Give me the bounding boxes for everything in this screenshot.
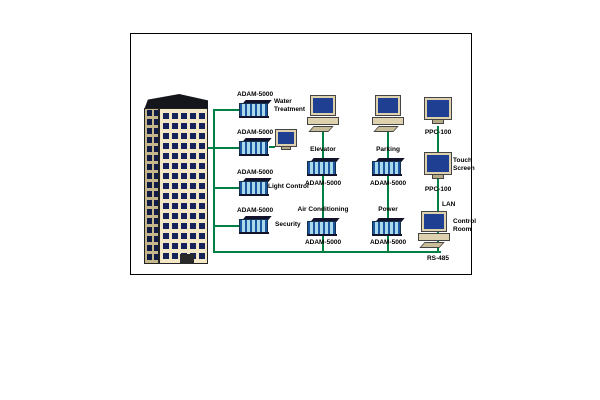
adam-module-icon [372, 158, 405, 176]
wire-trunk [213, 109, 215, 253]
device-label: ADAM-5000 [369, 180, 407, 187]
display-screen [275, 129, 297, 147]
device-label: ADAM-5000 [237, 169, 274, 176]
monitor-stand [432, 174, 444, 179]
device-label: ADAM-5000 [369, 239, 407, 246]
pc-keyboard [373, 126, 399, 132]
function-label: Power [378, 206, 398, 213]
adam-module-icon [307, 158, 340, 176]
pc-monitor [375, 95, 401, 116]
device-label: ADAM-5000 [237, 129, 274, 136]
building-entrance [180, 254, 194, 264]
building-icon [144, 94, 208, 264]
monitor-stand [432, 119, 444, 124]
module-base [372, 174, 402, 176]
module-face [307, 161, 336, 175]
monitor-screen [424, 97, 452, 120]
module-base [372, 234, 402, 236]
module-face [372, 161, 401, 175]
wire-branch-row3 [215, 187, 239, 189]
module-face [239, 103, 268, 117]
device-label: PPC-100 [424, 129, 452, 136]
module-base [239, 232, 269, 234]
wire-branch-row2 [208, 147, 239, 149]
wire-branch-row4 [215, 225, 239, 227]
wire-branch-row1 [215, 109, 239, 111]
touch-screen-icon [423, 152, 453, 181]
module-base [239, 116, 269, 118]
function-label: Light Control [268, 183, 309, 190]
adam-module-icon [239, 178, 272, 196]
pc-monitor [421, 211, 447, 232]
adam-module-icon [239, 100, 272, 118]
device-label: ADAM-5000 [237, 207, 274, 214]
pc-case [418, 233, 450, 241]
diagram-frame: ADAM-5000 Water Treatment ADAM-5000 ADAM… [130, 33, 477, 275]
wire-riser-parking [387, 132, 389, 251]
building-side-windows [144, 108, 159, 264]
adam-module-icon [372, 218, 405, 236]
control-room-pc-icon [417, 211, 451, 250]
module-face [239, 219, 268, 233]
module-face [307, 221, 336, 235]
adam-module-icon [307, 218, 340, 236]
device-label: ADAM-5000 [237, 91, 274, 98]
flat-monitor-icon [423, 97, 453, 126]
module-face [372, 221, 401, 235]
station-label: Parking [376, 146, 400, 153]
module-base [239, 194, 269, 196]
function-label: Air Conditioning [297, 206, 349, 213]
function-label: Security [275, 221, 301, 228]
control-room-label: Control Room [453, 218, 477, 233]
wire-bottom-bus [213, 251, 441, 253]
wire-riser-elevator [322, 132, 324, 251]
pc-case [307, 117, 339, 125]
adam-module-icon [239, 138, 272, 156]
module-base [307, 174, 337, 176]
device-label: PPC-100 [424, 186, 452, 193]
module-base [239, 154, 269, 156]
touch-screen-label: Touch Screen [453, 157, 475, 172]
building-front-windows [159, 108, 208, 264]
wire-local-display [269, 146, 275, 148]
monitor-screen [424, 152, 452, 175]
desktop-pc-icon [306, 95, 340, 134]
device-label: ADAM-5000 [304, 180, 342, 187]
bus-label: RS-485 [426, 255, 450, 262]
module-base [307, 234, 337, 236]
adam-module-icon [239, 216, 272, 234]
pc-monitor [310, 95, 336, 116]
pc-keyboard [308, 126, 334, 132]
desktop-pc-icon [371, 95, 405, 134]
module-face [239, 141, 268, 155]
device-label: ADAM-5000 [304, 239, 342, 246]
wire-riser-control [437, 126, 439, 251]
display-stand [281, 146, 291, 150]
pc-keyboard [419, 242, 445, 248]
lan-label: LAN [442, 201, 456, 208]
station-label: Elevator [310, 146, 336, 153]
building-roof [144, 94, 208, 110]
local-display-icon [273, 129, 299, 154]
pc-case [372, 117, 404, 125]
module-face [239, 181, 268, 195]
function-label: Water Treatment [274, 98, 306, 113]
